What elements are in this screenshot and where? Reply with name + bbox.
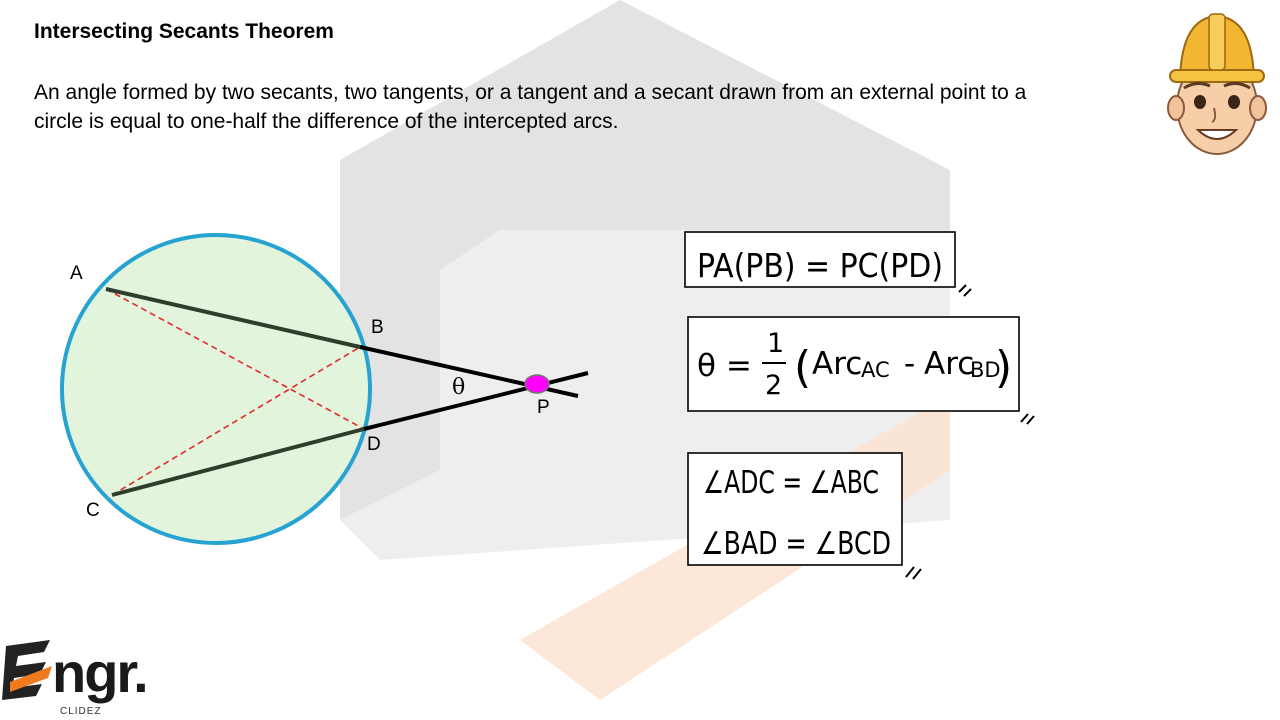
logo-subtitle: CLIDEZ [60,706,102,717]
angle-theta-label: θ [452,375,465,400]
label-p: P [537,397,550,418]
eq-angle-lhs: θ = [697,348,752,384]
equation-angle-bad-bcd: ∠BAD = ∠BCD [701,526,891,562]
theorem-statement: An angle formed by two secants, two tang… [34,81,1027,133]
eq-angle-open: ( [794,342,811,393]
eq-angle-arc2-sub: BD [970,358,1001,382]
eq-angle-close: ) [995,342,1012,393]
label-a: A [70,263,83,284]
engr-logo-icon [2,640,52,700]
eq-angle-arc1-sub: AC [861,358,890,382]
point-p-marker [524,374,550,394]
eq-angle-minus: - [904,346,915,382]
secant-pc-outer [363,371,589,431]
page-title: Intersecting Secants Theorem [34,20,334,43]
logo-wordmark: ngr. [52,641,149,704]
eq-angle-num: 1 [767,328,784,359]
secant-pc-inner [111,427,365,497]
label-d: D [367,434,381,455]
equation-box-angle: θ = 1 2 ( Arc AC - Arc BD ) [687,316,1035,425]
equation-angle-adc-abc: ∠ADC = ∠ABC [703,465,879,501]
engineer-mascot-icon [1167,13,1267,155]
label-b: B [371,317,384,338]
eq-angle-arc1: Arc [812,346,862,382]
chord-cb [111,346,361,496]
eq-angle-arc2: Arc [924,346,974,382]
equation-box-power-of-point: PA(PB) = PC(PD) [684,231,972,297]
equation-box-inscribed-angles: ∠ADC = ∠ABC ∠BAD = ∠BCD [687,452,922,580]
label-c: C [86,500,100,521]
circle [60,233,372,545]
chord-ad [105,288,365,430]
secant-pa-inner [105,287,361,349]
eq-angle-den: 2 [765,370,782,401]
equation-power-of-point: PA(PB) = PC(PD) [697,246,943,285]
